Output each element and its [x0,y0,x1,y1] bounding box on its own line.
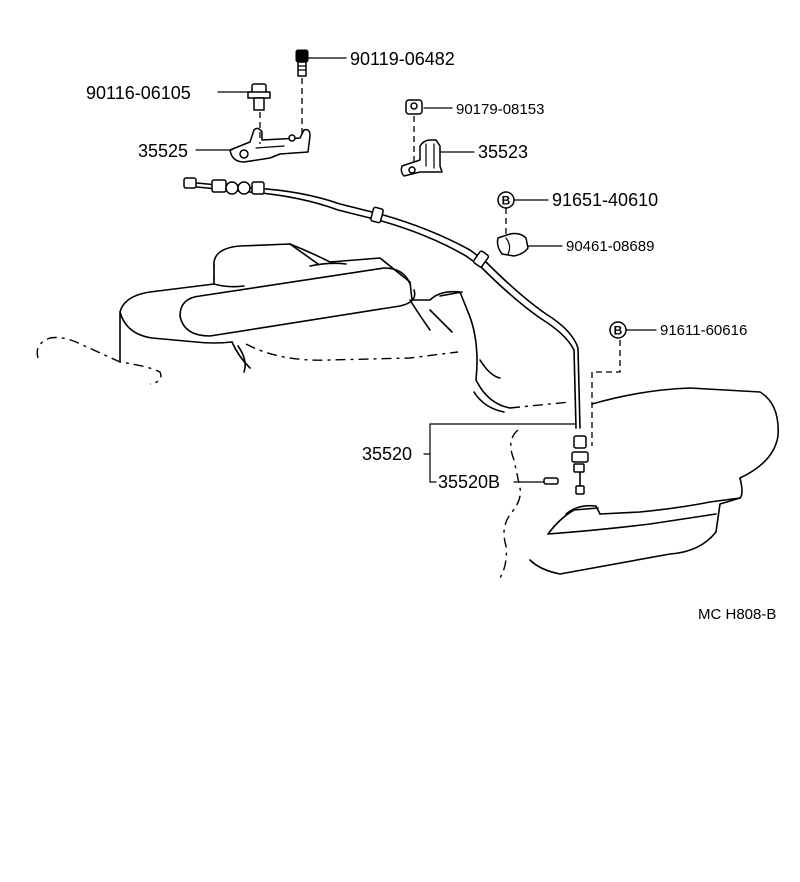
label-bracket-35525: 35525 [138,141,188,161]
label-cable-35520: 35520 [362,444,412,464]
svg-text:B: B [614,324,623,338]
bolt-90116 [247,83,271,111]
diagram-code: MC H808-B [698,606,776,623]
svg-text:B: B [502,194,511,208]
label-clip-91611: 91611-60616 [660,322,747,339]
label-nut-90179: 90179-08153 [456,101,544,118]
bolt-90119 [295,49,309,77]
clamp-90461 [496,232,529,257]
badge-b-bottom: B [609,321,627,339]
label-clip-91651: 91651-40610 [552,190,658,210]
cable-end-fitting [183,177,197,189]
badge-b-top: B [497,191,515,209]
engine-outline [36,243,779,579]
assembly-lines [259,78,621,446]
pin-35520B [543,477,559,485]
label-cable-35520B: 35520B [438,472,500,492]
label-clamp-90461: 90461-08689 [566,238,654,255]
control-cable [183,177,589,495]
leader-lines [195,57,657,483]
label-bolt-90119: 90119-06482 [350,49,455,69]
nut-90179 [405,99,423,115]
bracket-35523 [400,139,443,177]
label-bolt-90116: 90116-06105 [86,83,191,103]
label-bracket-35523: 35523 [478,142,528,162]
bracket-35525 [229,127,311,163]
